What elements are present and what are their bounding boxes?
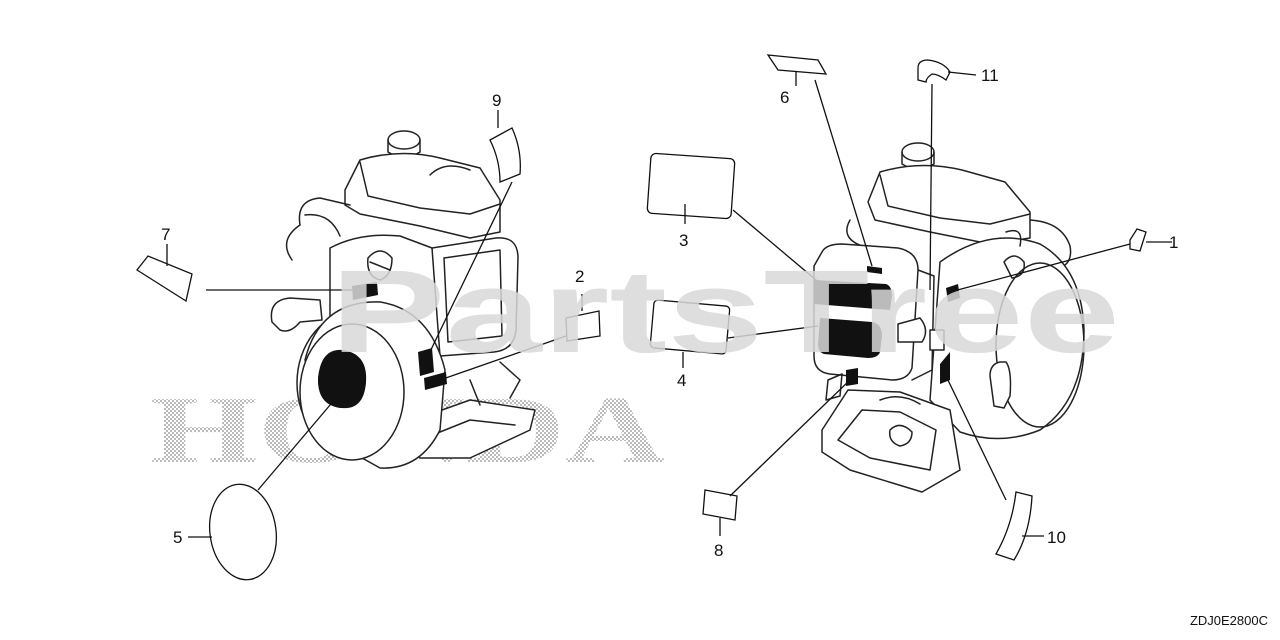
callout-10: 10 <box>1047 528 1066 547</box>
label-shape-7 <box>136 255 193 303</box>
label-shape-2 <box>565 310 601 342</box>
diagram-code: ZDJ0E2800C <box>1190 613 1268 628</box>
label-shape-8 <box>702 489 738 521</box>
label-shape-10 <box>995 491 1033 561</box>
callout-7: 7 <box>161 225 170 244</box>
right-engine <box>813 142 1085 493</box>
callout-2: 2 <box>575 267 584 286</box>
label-shape-1 <box>1129 228 1147 252</box>
callout-6: 6 <box>780 88 789 107</box>
callout-8: 8 <box>714 541 723 560</box>
label-shape-3 <box>646 152 736 220</box>
label-shape-4 <box>649 299 731 355</box>
callout-4: 4 <box>677 371 686 390</box>
callout-1: 1 <box>1169 233 1178 252</box>
label-shape-9 <box>489 127 521 183</box>
callout-3: 3 <box>679 231 688 250</box>
callout-11: 11 <box>981 66 999 85</box>
leader-lines <box>166 71 1172 538</box>
callout-5: 5 <box>173 528 182 547</box>
watermark: PartsTree <box>330 246 1120 378</box>
callout-9: 9 <box>492 91 501 110</box>
label-shape-5 <box>208 483 278 581</box>
label-shape-11 <box>917 59 951 83</box>
label-shape-6 <box>766 54 828 75</box>
left-engine <box>270 130 536 469</box>
